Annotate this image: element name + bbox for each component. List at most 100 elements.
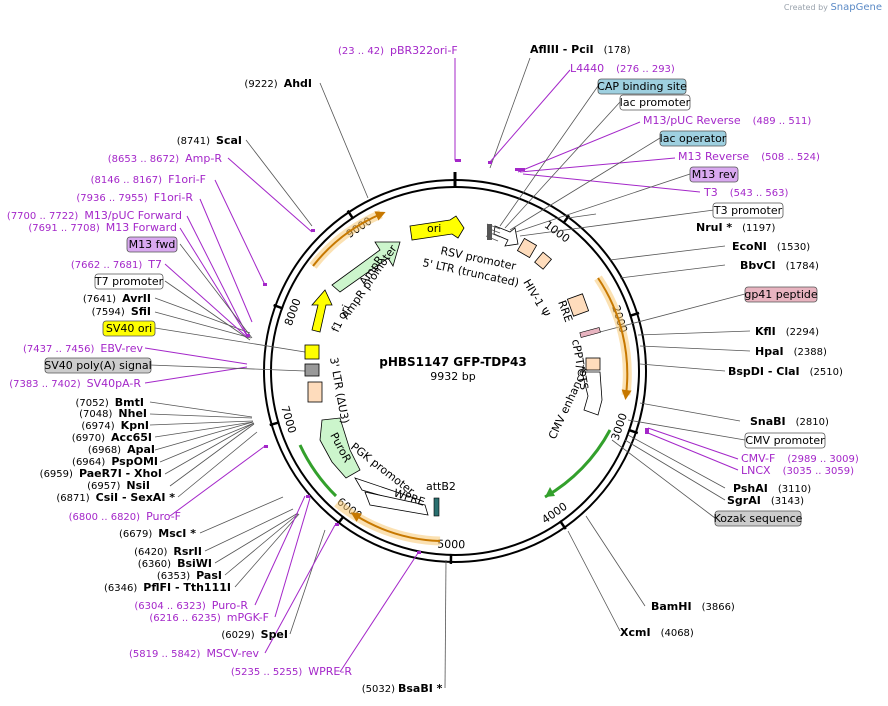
enzyme-site-left: NheI(7048) (79, 407, 147, 420)
enzyme-position: (6353) (157, 571, 190, 582)
enzyme-name: AhdI (284, 77, 312, 90)
primer-position: (543 .. 563) (730, 188, 789, 199)
primer-name: mPGK-F (227, 611, 269, 624)
primer-position: (6216 .. 6235) (149, 613, 221, 624)
enzyme-name: SfiI (131, 305, 151, 318)
primer-site-left: Amp-R (8653 .. 8672) (108, 152, 223, 165)
primer-name: T7 (147, 258, 162, 271)
primer-name: L4440 (570, 62, 604, 75)
primer-site-right: CMV-F(2989 .. 3009) (741, 452, 859, 465)
plasmid-name: pHBS1147 GFP-TDP43 (379, 355, 527, 369)
gp41-peptide-label: gp41 peptide (744, 288, 818, 301)
feature-leaders (149, 85, 746, 519)
enzyme-position: (1784) (786, 261, 819, 272)
enzyme-position: (6360) (138, 559, 171, 570)
primer-site-right: T3 (543 .. 563) (703, 186, 789, 199)
primer-name: Amp-R (185, 152, 222, 165)
primer-site-left: MSCV-rev(5819 .. 5842) (129, 647, 259, 660)
primer-name: M13 Forward (106, 221, 177, 234)
enzyme-site-left: SpeI (6029) (221, 628, 288, 641)
enzyme-name: NruI * (696, 221, 732, 234)
enzyme-position: (7641) (83, 294, 116, 305)
enzyme-name: Acc65I (111, 431, 152, 444)
enzyme-position: (6679) (119, 529, 152, 540)
enzyme-site-right: SnaBI(2810) (750, 415, 829, 428)
enzyme-position: (6959) (40, 469, 73, 480)
sv40ori-feature (304, 344, 320, 360)
primer-name: pBR322ori-F (390, 44, 458, 57)
enzyme-name: XcmI (620, 626, 651, 639)
enzyme-position: (6029) (221, 630, 254, 641)
enzyme-name: MscI * (158, 527, 196, 540)
tick-mark (558, 520, 567, 530)
tick-mark (346, 209, 355, 220)
primer-position: (3035 .. 3059) (783, 466, 855, 477)
primer-name: T3 (703, 186, 718, 199)
primer-position: (508 .. 524) (761, 152, 820, 163)
credit-prefix: Created by (783, 3, 828, 12)
primer-position: (23 .. 42) (338, 46, 384, 57)
enzyme-position: (2810) (796, 417, 829, 428)
primer-name: M13/pUC Reverse (643, 114, 741, 127)
enzyme-name: SpeI (261, 628, 288, 641)
enzyme-position: (7052) (76, 398, 109, 409)
primer-name: WPRE-R (308, 665, 352, 678)
ampr-feature (331, 241, 401, 293)
enzyme-site-left: PaeR7I - XhoI(6959) (40, 467, 162, 480)
enzyme-position: (6964) (72, 457, 105, 468)
snapgene-logo: SnapGene (830, 2, 882, 13)
enzyme-site-left: AvrII (7641) (83, 292, 151, 305)
primer-site-left: F1ori-R(7936 .. 7955) (76, 191, 193, 204)
ori-feature (409, 215, 465, 241)
primer-site-right: LNCX(3035 .. 3059) (741, 464, 854, 477)
sv40-polya-label: SV40 poly(A) signal (44, 359, 151, 372)
enzyme-site-left: BsiWI (6360) (138, 557, 212, 570)
t7-promoter-label: T7 promoter (94, 275, 164, 288)
enzyme-site-bottom: (5032)BsaBI * (362, 682, 443, 695)
tick-mark (627, 428, 639, 435)
wpre-feature (364, 491, 429, 516)
enzyme-site-left: SfiI(7594) (92, 305, 151, 318)
enzyme-name: PshAI (733, 482, 768, 495)
enzyme-position: (9222) (244, 79, 277, 90)
tick-label: 1000 (542, 218, 572, 245)
primer-name: F1ori-F (168, 173, 206, 186)
hiv-psi-feature (534, 251, 553, 270)
enzyme-name: AvrII (122, 292, 151, 305)
enzyme-position: (6957) (87, 481, 120, 492)
primer-site-left: F1ori-F(8146 .. 8167) (91, 173, 206, 186)
cap-binding-site-label: CAP binding site (597, 80, 687, 93)
tick-label: 4000 (539, 500, 569, 527)
enzyme-position: (8741) (177, 136, 210, 147)
enzyme-name: CsiI - SexAI * (96, 491, 176, 504)
enzyme-name: KflI (755, 325, 776, 338)
primer-site-right: L4440 (276 .. 293) (570, 62, 675, 75)
enzyme-position: (2388) (794, 347, 827, 358)
enzyme-site-left: RsrII(6420) (134, 545, 202, 558)
enzyme-site-left: BmtI(7052) (76, 396, 144, 409)
primer-position: (7691 .. 7708) (28, 223, 100, 234)
m13-rev-label: M13 rev (692, 168, 737, 181)
enzyme-site-left: MscI * (6679) (119, 527, 196, 540)
primer-position: (276 .. 293) (616, 64, 675, 75)
ltr5-feature (516, 237, 538, 259)
enzyme-site-right: KflI(2294) (755, 325, 819, 338)
attb2-label: attB2 (426, 480, 456, 493)
lac-cluster-feature (485, 223, 501, 242)
enzyme-name: BspDI - ClaI (728, 365, 800, 378)
enzyme-name: PasI (196, 569, 222, 582)
tick-mark (269, 421, 280, 427)
green-arrowhead (545, 487, 555, 497)
primer-site-left: Puro-F(6800 .. 6820) (69, 510, 181, 523)
enzyme-name: PspOMI (111, 455, 158, 468)
primer-position: (2989 .. 3009) (787, 454, 859, 465)
tick-mark (273, 303, 284, 310)
enzyme-site-right: NruI *(1197) (696, 221, 775, 234)
enzyme-name: BsiWI (177, 557, 212, 570)
enzyme-name: BsaBI * (398, 682, 443, 695)
primer-position: (8653 .. 8672) (108, 154, 180, 165)
boxed-labels: CAP binding site lac promoter lac operat… (44, 78, 826, 527)
t3-promoter-label: T3 promoter (713, 204, 783, 217)
tick-label: 5000 (437, 538, 465, 552)
enzyme-name: NheI (118, 407, 147, 420)
